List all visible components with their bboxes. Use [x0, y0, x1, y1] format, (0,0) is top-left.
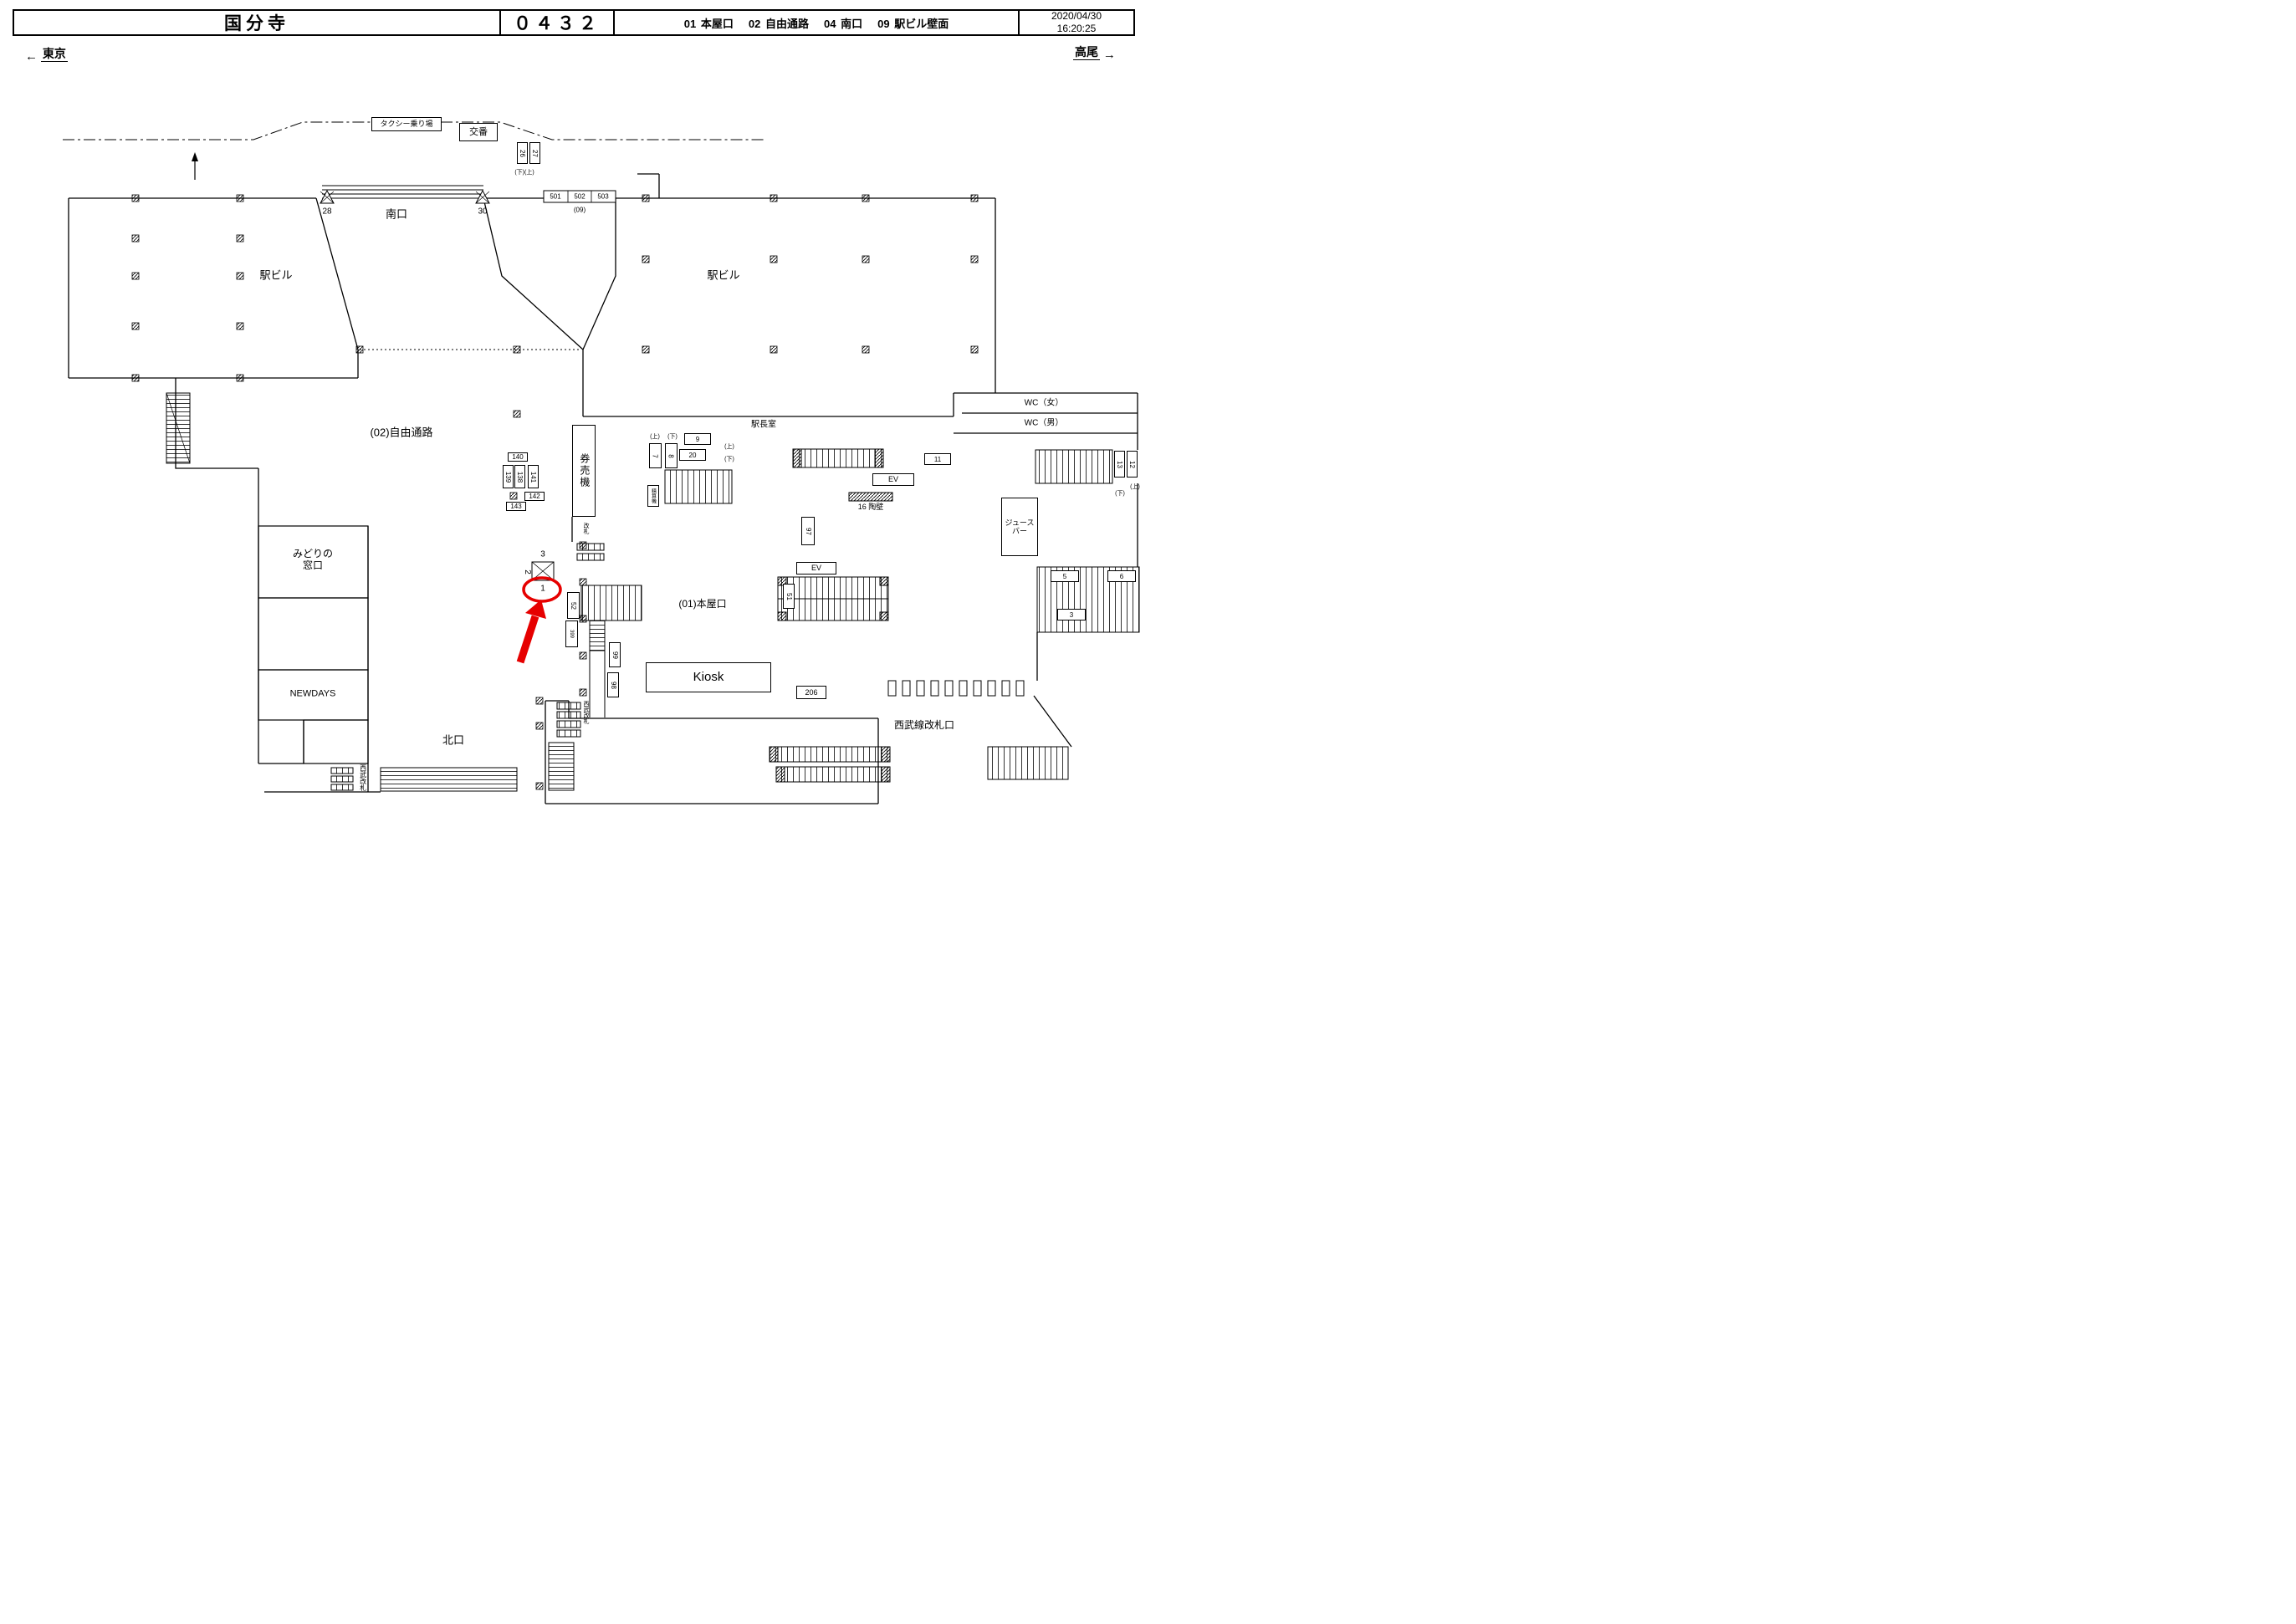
- ad-box-141: 141: [528, 465, 539, 488]
- ad-box-142: 142: [524, 492, 545, 501]
- ad-box-5: 5: [1051, 570, 1079, 582]
- label-marker-3: 3: [540, 549, 545, 559]
- label-north-exit: 北口: [442, 733, 465, 747]
- label-down-1213: (下): [1115, 490, 1125, 497]
- fare-adjustment-box: 精算機: [647, 485, 659, 507]
- fences-and-kiosk-fixtures: [330, 448, 893, 791]
- ad-box-399: 399: [565, 620, 578, 647]
- label-503: 503: [597, 192, 609, 201]
- floorplan-drawing: [63, 121, 1140, 804]
- ad-box-13: 13: [1114, 451, 1125, 477]
- label-wc-men: WC（男）: [1024, 418, 1064, 428]
- legend-item: 02 自由通路: [748, 17, 809, 30]
- ad-box-12: 12: [1127, 451, 1138, 477]
- label-marker-1-highlighted: 1: [540, 584, 545, 594]
- ad-box-9: 9: [684, 433, 711, 445]
- ad-box-206: 206: [796, 686, 826, 699]
- legend-item: 04 南口: [824, 17, 863, 30]
- taxi-stand-box: タクシー乗り場: [371, 117, 442, 131]
- stairs-and-escalators: [166, 392, 1140, 792]
- label-station-building-right: 駅ビル: [707, 268, 740, 282]
- direction-tokyo: ← 東京: [25, 47, 68, 64]
- label-seibu-gate-left: 西武改札: [359, 764, 367, 791]
- label-502: 502: [574, 192, 586, 201]
- station-floorplan-page: 国分寺 ０４３２ 01 本屋口 02 自由通路 04 南口 09 駅ビル壁面 2…: [0, 0, 1148, 812]
- label-down-920: (下): [724, 456, 734, 462]
- left-arrow-icon: ←: [25, 49, 38, 64]
- date: 2020/04/30: [1051, 10, 1102, 22]
- header-bar: 国分寺 ０４３２ 01 本屋口 02 自由通路 04 南口 09 駅ビル壁面 2…: [13, 9, 1135, 36]
- label-501: 501: [550, 192, 561, 201]
- ad-box-6: 6: [1107, 570, 1136, 582]
- shelf-501-503: [543, 190, 616, 203]
- label-south-exit: 南口: [385, 207, 408, 221]
- ad-box-140: 140: [508, 452, 528, 462]
- label-up-78: (上): [650, 433, 660, 440]
- label-free-passage: (02)自由通路: [370, 426, 433, 439]
- walls: [68, 173, 1138, 804]
- north-up-arrow: [192, 152, 198, 180]
- ad-box-11: 11: [924, 453, 951, 465]
- legend-item: 01 本屋口: [683, 17, 734, 30]
- ad-box-8: 8: [665, 443, 678, 468]
- koban-box: 交番: [459, 123, 498, 141]
- ticket-gate-row: [887, 680, 1025, 697]
- ad-box-3-right: 3: [1057, 609, 1086, 620]
- ad-flag-markers: [320, 189, 490, 204]
- label-up-920: (上): [724, 443, 734, 450]
- label-updown-south: (下)(上): [514, 169, 534, 176]
- juice-bar-box: ジュースバー: [1001, 498, 1038, 556]
- datetime: 2020/04/30 16:20:25: [1018, 10, 1133, 34]
- ad-box-20: 20: [679, 449, 706, 461]
- elevator-lower-box: EV: [796, 562, 836, 575]
- ad-box-97: 97: [801, 517, 815, 545]
- ad-box-27: 27: [529, 142, 540, 164]
- elevator-upper-box: EV: [872, 473, 914, 486]
- legend-item: 09 駅ビル壁面: [877, 17, 949, 30]
- ad-box-26: 26: [517, 142, 528, 164]
- label-down-78: (下): [667, 433, 678, 440]
- label-wc-women: WC（女）: [1024, 398, 1064, 408]
- location-legend: 01 本屋口 02 自由通路 04 南口 09 駅ビル壁面: [613, 11, 1018, 34]
- label-09-note: (09): [573, 206, 586, 214]
- label-newdays: NEWDAYS: [289, 688, 336, 699]
- station-code: ０４３２: [499, 11, 613, 34]
- boundary-dashdot-line: [63, 121, 765, 140]
- ad-box-99: 99: [609, 642, 621, 667]
- time: 16:20:25: [1056, 23, 1097, 34]
- ticket-machines-box: 券売機: [572, 425, 596, 517]
- ad-box-139: 139: [503, 465, 514, 488]
- label-flag-30: 30: [478, 207, 488, 217]
- label-up-1213: (上): [1130, 483, 1140, 490]
- ad-box-143: 143: [506, 502, 526, 511]
- south-exit-stair-treads: [322, 185, 483, 199]
- label-gate: 改札: [583, 523, 590, 534]
- label-flag-28: 28: [322, 207, 332, 217]
- label-16-wall: 16 陶壁: [857, 502, 884, 511]
- ad-box-7: 7: [649, 443, 662, 468]
- right-arrow-icon: →: [1102, 48, 1116, 62]
- label-station-building-left: 駅ビル: [259, 268, 293, 282]
- label-main-exit: (01)本屋口: [678, 598, 727, 610]
- left-shop-compartments: [258, 525, 369, 764]
- direction-takao: 高尾 →: [1073, 45, 1116, 62]
- ad-box-138: 138: [514, 465, 525, 488]
- ad-box-52: 52: [567, 592, 580, 619]
- ad-box-98: 98: [607, 672, 619, 697]
- label-station-master-room: 駅長室: [751, 420, 776, 430]
- red-highlight: [516, 576, 562, 664]
- structural-columns: [131, 194, 979, 790]
- position-marker-symbol: [531, 561, 555, 581]
- station-name: 国分寺: [224, 14, 289, 33]
- label-seibu-gate: 西武線改札口: [893, 719, 955, 732]
- label-marker-2: 2: [522, 569, 532, 575]
- label-midori-no-madoguchi: みどりの窓口: [292, 548, 334, 571]
- label-seibu-gate-center: 西武改札: [583, 701, 590, 724]
- kiosk-box: Kiosk: [646, 662, 771, 692]
- ad-box-51: 51: [783, 584, 795, 609]
